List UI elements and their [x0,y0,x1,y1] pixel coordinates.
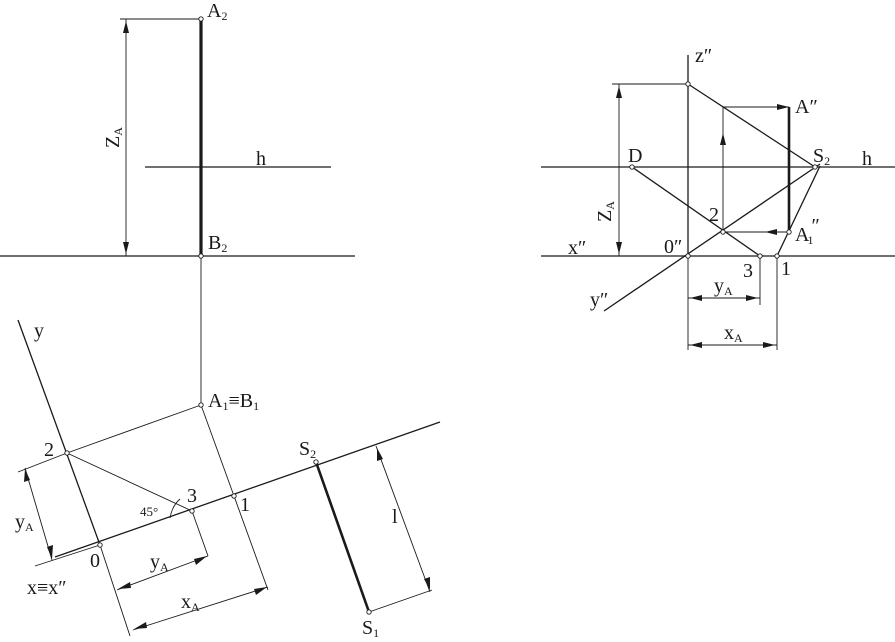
label-d: D [628,145,642,167]
point-s2-right [812,164,818,170]
point-3 [189,508,195,514]
label-y-axis: y [34,320,44,342]
left-projection: A2 B2 ZA h y A1≡B1 2 3 1 0 45° yA yA xA … [0,0,441,640]
ya-arrow-right-right [746,295,758,301]
arrow-2-a1 [765,229,777,235]
label-a2: A2 [207,0,227,23]
label-2: 2 [44,439,54,461]
label-s2: S2 [299,438,316,461]
label-x-axis: x≡x″ [27,577,67,599]
point-a1-b1 [198,402,204,408]
label-x-axis-right: x″ [568,237,586,259]
point-2 [64,450,70,456]
label-a1-b1: A1≡B1 [208,390,259,413]
label-origin-right: 0″ [664,236,682,258]
ya-bottom-arrow-right [194,556,207,565]
point-a1-right [786,229,792,235]
angle-arc [169,498,181,519]
ya-arrow-left-right [690,295,702,301]
xa-arrow-right-right [763,342,775,348]
point-a2 [198,16,204,22]
ya-ext-top [17,452,68,473]
segment-s2-s1 [314,461,371,613]
label-xa-right: xA [724,322,743,345]
label-angle: 45° [140,504,158,519]
l-arrow-bottom [424,577,430,590]
right-projection: z″ A″ D S2 h ZA 2 A1″ x″ 0″ 3 1 y″ yA xA [541,45,895,350]
line-a1-2 [66,404,202,454]
point-0 [97,542,103,548]
label-h: h [256,148,266,170]
label-0: 0 [90,550,100,572]
l-ext-bottom [368,589,433,613]
line-1-ext [233,495,269,591]
point-2-right [720,229,726,235]
line-a1-1 [200,404,235,497]
label-h-right: h [862,148,872,170]
label-ya-left: yA [15,511,34,534]
arrow-up [720,133,726,145]
ya-left-arrow-top [24,469,30,482]
xa-bottom-dimension [132,586,269,631]
label-y-axis-right: y″ [590,289,608,311]
label-s1: S1 [362,617,379,640]
l-dimension [375,445,431,593]
za-arrow-bottom-right [616,242,622,254]
ya-bottom-arrow-left [118,582,131,589]
label-2-right: 2 [709,204,719,226]
point-b2 [198,253,204,259]
ya-left-arrow-bottom [47,545,53,559]
arrow-to-a [777,104,789,110]
line-0-ext [99,544,131,637]
y-axis-right [603,163,821,312]
line-top-s2 [687,83,816,168]
label-za-right: ZA [594,201,617,222]
x-axis [54,421,441,558]
label-a1-dd: A1″ [795,215,820,247]
label-ya-right: yA [714,275,733,298]
label-xa-bottom: xA [181,591,200,614]
label-1-right: 1 [781,258,791,280]
line-s2-1 [776,165,821,257]
label-3: 3 [187,485,197,507]
point-1-right [774,253,780,259]
label-l: l [392,506,398,528]
label-za: ZA [102,127,125,148]
label-a-dd: A″ [795,96,818,118]
point-top-z [685,81,691,87]
point-d [629,164,635,170]
xa-bottom-arrow-left [134,622,147,629]
ya-bottom-dimension [116,555,209,591]
za-arrow-bottom [123,242,129,254]
ya-ext-bottom [34,544,101,567]
label-1: 1 [240,494,250,516]
point-s1 [366,609,372,615]
xa-arrow-left-right [690,342,702,348]
point-1 [231,493,237,499]
line-3-ext [191,510,209,557]
label-s2-right: S2 [813,145,830,168]
y-axis [17,319,101,546]
label-ya-bottom: yA [150,551,169,574]
za-arrow-top-right [616,86,622,98]
line-d-3 [631,166,761,257]
point-3-right [757,253,763,259]
label-3-right: 3 [743,260,753,282]
point-origin-right [685,253,691,259]
za-arrow-top [123,21,129,33]
l-arrow-top [377,448,383,461]
point-s2 [313,459,319,465]
xa-bottom-arrow-right [254,587,267,595]
label-z-axis: z″ [695,45,712,67]
ya-left-dimension [24,467,53,561]
label-b2: B2 [208,232,227,255]
line-2-3 [66,452,193,512]
